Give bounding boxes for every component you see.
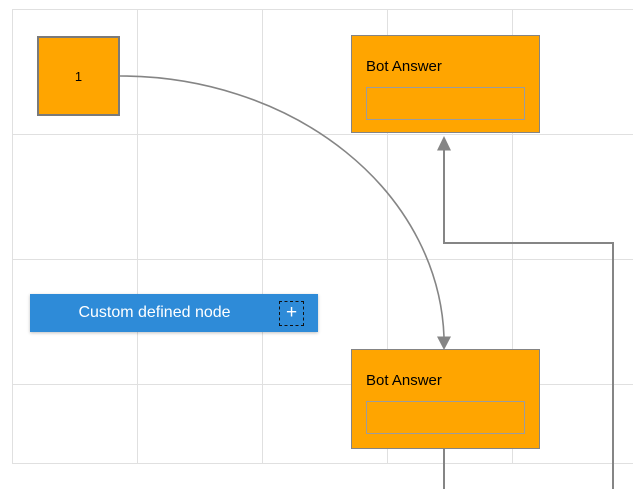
connector-curve[interactable] [119, 75, 445, 338]
node-custom-defined[interactable]: Custom defined node + [30, 294, 318, 332]
bot-answer-title: Bot Answer [366, 58, 442, 75]
node-bot-answer-top[interactable]: Bot Answer [351, 35, 540, 133]
add-node-button[interactable]: + [279, 300, 304, 326]
connector-loop[interactable] [443, 150, 614, 489]
node-bot-answer-bottom[interactable]: Bot Answer [351, 349, 540, 449]
bot-answer-input[interactable] [366, 87, 525, 120]
arrowhead-up-icon [437, 136, 451, 151]
arrowhead-down-icon [437, 336, 451, 350]
custom-node-label: Custom defined node [78, 304, 231, 321]
bot-answer-title: Bot Answer [366, 372, 442, 389]
node-start[interactable]: 1 [37, 36, 120, 116]
node-start-label: 1 [74, 68, 83, 84]
plus-icon: + [285, 301, 298, 323]
bot-answer-input[interactable] [366, 401, 525, 434]
